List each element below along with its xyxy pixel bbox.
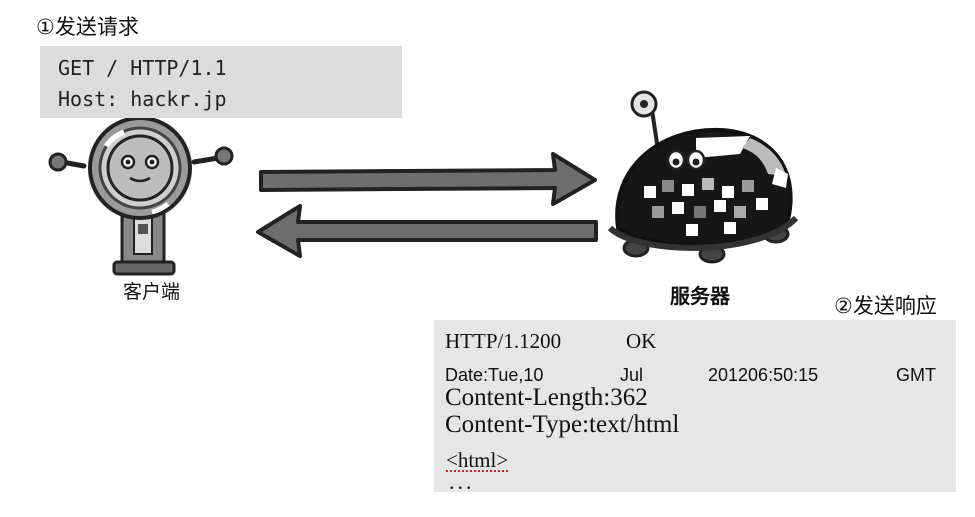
request-arrow-icon xyxy=(259,152,597,206)
response-message-box xyxy=(434,320,956,492)
response-date-day: Date:Tue,10 xyxy=(445,365,544,385)
send-request-label: ①发送请求 xyxy=(36,15,139,39)
response-content-type: Content-Type:text/html xyxy=(445,411,680,438)
server-label: 服务器 xyxy=(670,284,730,308)
response-date-zone: GMT xyxy=(896,365,936,385)
response-date-month: Jul xyxy=(620,365,644,385)
response-date-time: 201206:50:15 xyxy=(708,365,819,385)
response-ellipsis: ... xyxy=(449,469,475,494)
send-response-label: ②发送响应 xyxy=(834,294,937,318)
response-arrow-icon xyxy=(256,204,598,258)
request-line-host: Host: hackr.jp xyxy=(58,87,227,111)
client-robot-icon xyxy=(48,118,234,276)
response-status-version: HTTP/1.1200 xyxy=(445,329,562,353)
request-message-box xyxy=(40,46,402,118)
request-line-get: GET / HTTP/1.1 xyxy=(58,56,227,80)
server-robot-icon xyxy=(607,90,799,264)
response-content-length: Content-Length:362 xyxy=(445,384,648,411)
response-html-tag: <html> xyxy=(446,448,509,472)
response-status-text: OK xyxy=(626,329,657,353)
client-label: 客户端 xyxy=(123,281,181,303)
